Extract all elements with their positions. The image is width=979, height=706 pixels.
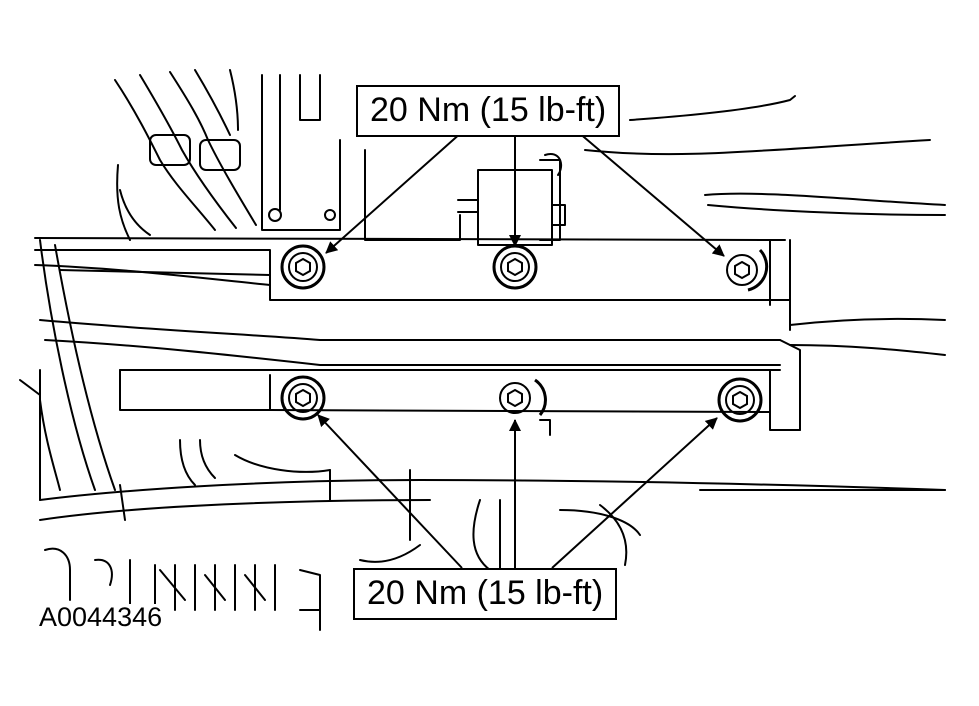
arrow-top-to-upper-right-bolt [577, 131, 725, 257]
torque-callout-top: 20 Nm (15 lb-ft) [356, 85, 621, 137]
arrow-top-to-upper-left-bolt [325, 131, 463, 254]
bolt-upper-center [492, 244, 538, 290]
bolt-lower-center [499, 378, 547, 416]
background-components [19, 69, 946, 631]
bolt-upper-right [726, 248, 769, 292]
arrow-bottom-to-lower-left-bolt [317, 414, 463, 569]
arrow-bottom-to-lower-right-bolt [551, 417, 718, 569]
bolt-lower-right [717, 377, 763, 423]
torque-callout-bottom: 20 Nm (15 lb-ft) [353, 568, 618, 620]
leader-arrows [317, 131, 725, 569]
bolt-upper-left [280, 244, 326, 290]
bolt-lower-left [280, 375, 326, 421]
figure-id-label: A0044346 [37, 602, 165, 632]
